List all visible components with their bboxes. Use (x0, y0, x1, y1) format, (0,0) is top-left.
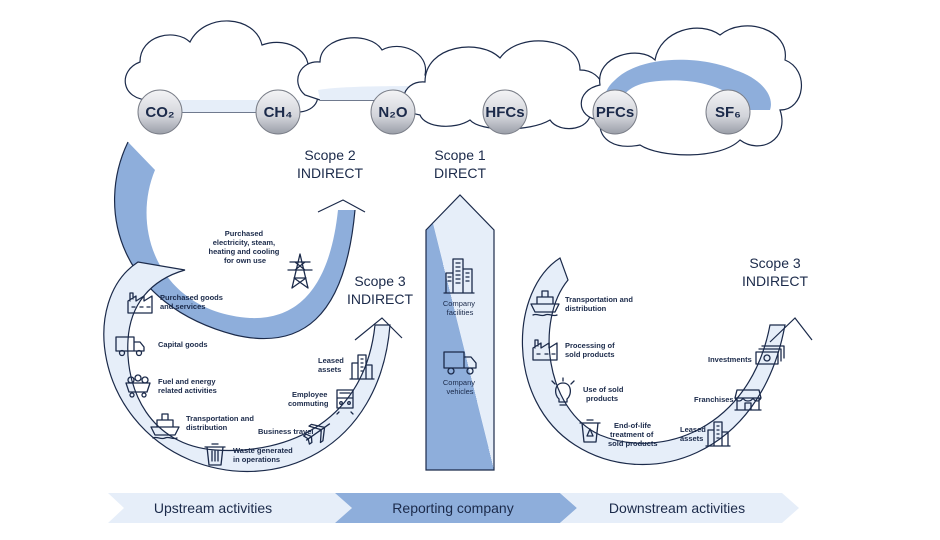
downstream-segment (560, 493, 799, 523)
buildings-icon (705, 421, 731, 447)
gas-pfcs: PFCs (592, 89, 638, 135)
gas-n2o: N₂O (370, 89, 416, 135)
upstream-transportation: Transportation and distribution (150, 413, 256, 440)
ship-icon (150, 413, 180, 440)
upstream-activities-label: Upstream activities (154, 500, 272, 516)
upstream-segment (108, 493, 352, 523)
gas-pfcs-label: PFCs (596, 104, 634, 121)
scope1-subtitle: DIRECT (434, 165, 487, 181)
lightbulb-icon (551, 377, 575, 406)
scope2-arc (114, 141, 366, 340)
scope1-pillar (425, 194, 495, 471)
purchased-electricity-label: Purchased electricity, steam, heating an… (209, 229, 282, 265)
capital-goods-label: Capital goods (158, 340, 208, 349)
investments-label: Investments (708, 355, 752, 364)
gas-n2o-label: N₂O (378, 104, 407, 121)
scope3-upstream-subtitle: INDIRECT (347, 291, 414, 307)
processing-label: Processing of sold products (565, 341, 617, 359)
downstream-leased-assets: Leased assets (680, 421, 731, 447)
downstream-activities-label: Downstream activities (609, 500, 745, 516)
recycle-bin-icon (579, 419, 601, 443)
trash-bin-icon (204, 443, 226, 466)
company-vehicles-label: Company vehicles (443, 378, 477, 396)
scope3-downstream-title: Scope 3 (749, 255, 801, 271)
end-of-life-label: End-of-life treatment of sold products (608, 421, 658, 448)
scope2-subtitle: INDIRECT (297, 165, 364, 181)
use-sold-products-label: Use of sold products (583, 385, 626, 403)
scope3-downstream-subtitle: INDIRECT (742, 273, 809, 289)
factory-icon (532, 339, 558, 361)
power-pylon-icon (287, 253, 313, 289)
upstream-leased-assets: Leased assets (318, 354, 375, 380)
employee-commuting-label: Employee commuting (288, 390, 330, 408)
upstream-fuel-energy: Fuel and energy related activities (125, 374, 218, 398)
cloud-middle (403, 40, 604, 130)
gas-buttons: CO₂ CH₄ N₂O HFCs PFCs SF₆ (137, 89, 751, 135)
airplane-icon (303, 423, 331, 445)
truck-icon (115, 336, 145, 357)
banknotes-icon (755, 345, 785, 365)
downstream-franchises: Franchises (694, 389, 762, 411)
upstream-business-travel: Business travel (258, 423, 331, 445)
gas-sf6: SF₆ (705, 89, 751, 135)
factory-icon (127, 292, 153, 314)
downstream-end-of-life: End-of-life treatment of sold products (579, 419, 658, 448)
train-icon (336, 389, 354, 415)
skyscraper-icon (443, 258, 475, 294)
activity-bar: Upstream activities Reporting company Do… (108, 493, 799, 523)
gas-ch4: CH₄ (255, 89, 301, 135)
upstream-waste: Waste generated in operations (204, 443, 295, 466)
gas-hfcs-label: HFCs (485, 104, 524, 121)
gas-hfcs: HFCs (482, 89, 528, 135)
downstream-processing: Processing of sold products (532, 339, 617, 361)
scope3-upstream-arc (103, 261, 403, 473)
fuel-energy-label: Fuel and energy related activities (158, 377, 218, 395)
gas-sf6-label: SF₆ (715, 104, 741, 121)
upstream-transportation-label: Transportation and distribution (186, 414, 256, 432)
upstream-leased-assets-label: Leased assets (318, 356, 346, 374)
coal-cart-icon (125, 374, 151, 398)
ship-icon (530, 290, 560, 317)
downstream-transportation-label: Transportation and distribution (565, 295, 635, 313)
franchises-label: Franchises (694, 395, 734, 404)
scope1-company-facilities: Company facilities (443, 258, 477, 317)
reporting-segment (335, 493, 577, 523)
scope3-upstream-title: Scope 3 (354, 273, 406, 289)
scope2-title: Scope 2 (304, 147, 356, 163)
downstream-use: Use of sold products (551, 377, 626, 406)
scope1-title: Scope 1 (434, 147, 486, 163)
upstream-capital-goods: Capital goods (115, 336, 208, 357)
buildings-icon (349, 354, 375, 380)
reporting-company-label: Reporting company (392, 500, 513, 516)
delivery-truck-icon (443, 351, 477, 375)
clouds (124, 20, 802, 156)
upstream-purchased-goods: Purchased goods and services (127, 292, 225, 314)
upstream-employee-commuting: Employee commuting (288, 389, 354, 415)
downstream-transportation: Transportation and distribution (530, 290, 635, 317)
scope1-company-vehicles: Company vehicles (443, 351, 477, 396)
downstream-investments: Investments (708, 345, 785, 365)
gas-co2: CO₂ (137, 89, 183, 135)
gas-ch4-label: CH₄ (264, 104, 293, 121)
downstream-leased-assets-label: Leased assets (680, 425, 708, 443)
scope2-purchased-electricity: Purchased electricity, steam, heating an… (209, 229, 313, 289)
waste-label: Waste generated in operations (233, 446, 295, 464)
storefront-icon (734, 389, 762, 411)
gas-co2-label: CO₂ (145, 104, 174, 121)
business-travel-label: Business travel (258, 427, 313, 436)
company-facilities-label: Company facilities (443, 299, 477, 317)
purchased-goods-label: Purchased goods and services (160, 293, 225, 311)
